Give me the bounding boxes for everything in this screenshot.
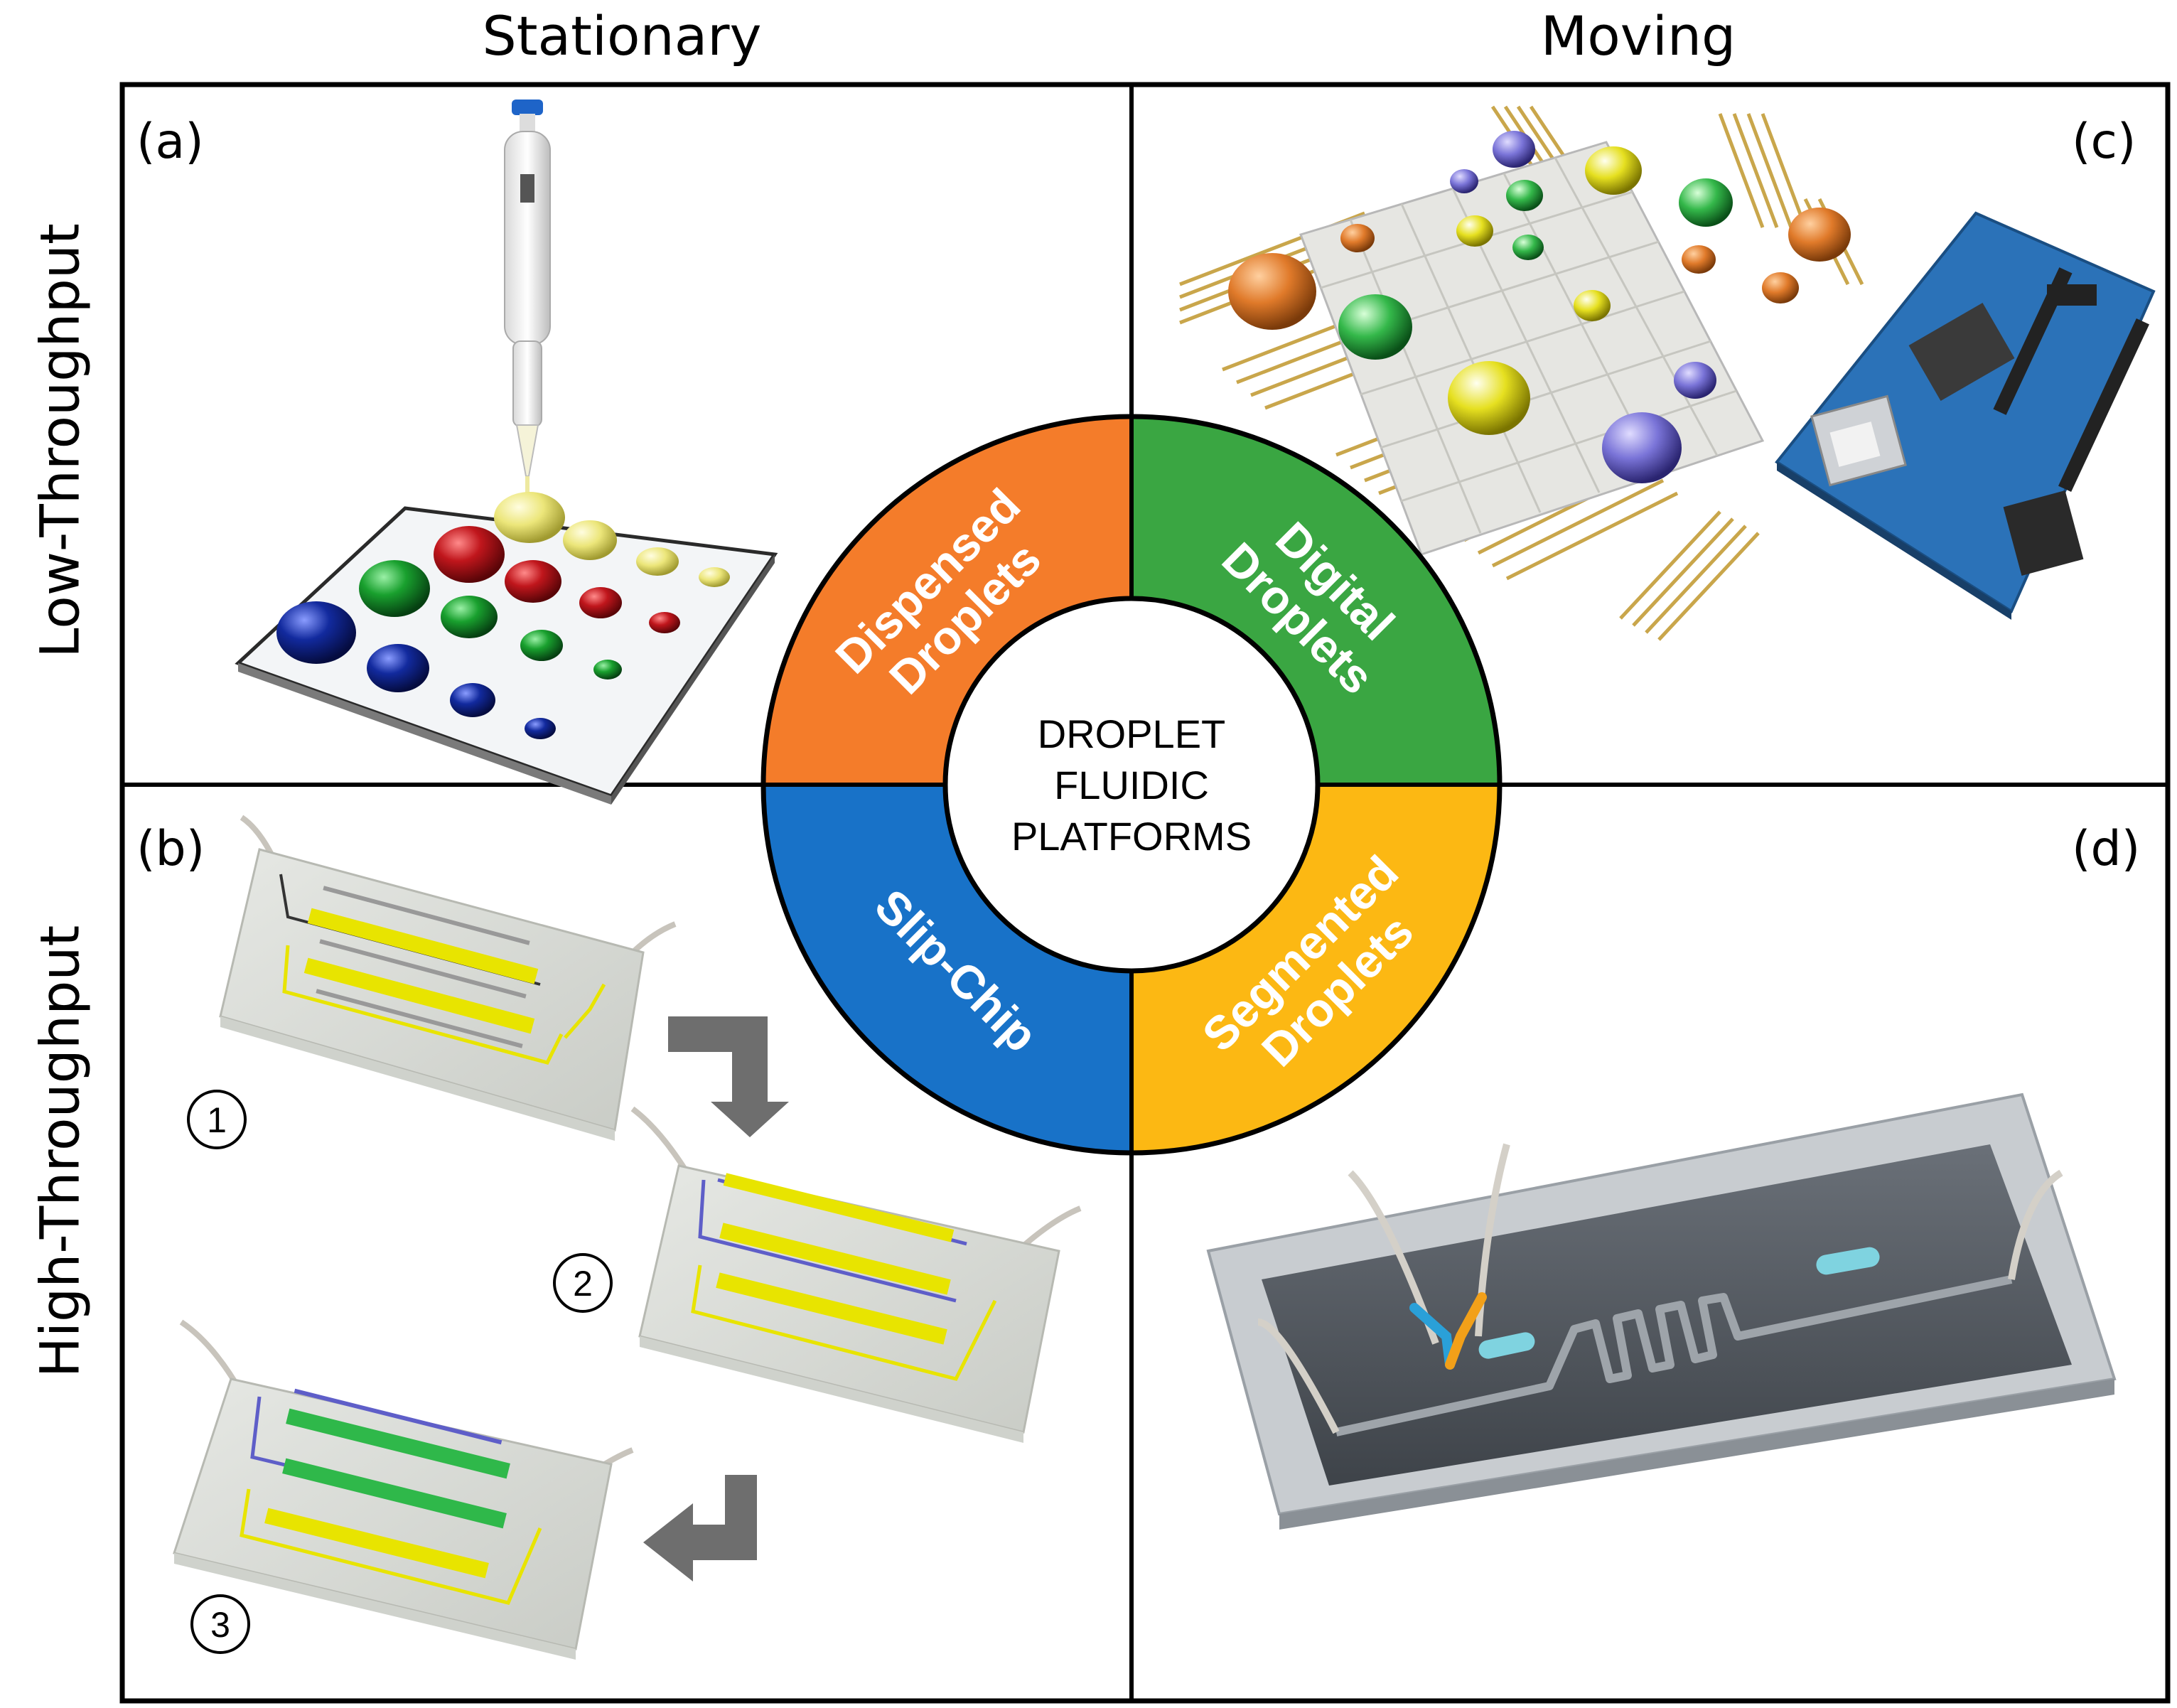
slipchip-step-1 <box>219 815 677 1141</box>
step-marker-3 <box>190 1594 250 1654</box>
step-arrow-left-icon <box>643 1475 757 1581</box>
panel-d-segmented-illustration <box>1206 1092 2117 1530</box>
pipette-icon <box>504 100 551 506</box>
panel-c-digital-illustration <box>1179 105 2156 641</box>
slipchip-step-2 <box>630 1106 1082 1443</box>
wheel-center-line-2: FLUIDIC <box>1054 763 1209 807</box>
step-number-1: 1 <box>207 1100 227 1140</box>
segmented-droplet <box>1478 1332 1535 1359</box>
step-marker-1 <box>187 1090 247 1149</box>
column-header-stationary: Stationary <box>482 4 762 68</box>
droplet-platforms-wheel: Dispensed Droplets Digital Droplets Segm… <box>760 414 1503 1156</box>
step-arrow-down-icon <box>668 1016 789 1137</box>
step-marker-2 <box>553 1253 613 1313</box>
wheel-center-line-3: PLATFORMS <box>1011 814 1252 859</box>
slipchip-step-3 <box>173 1319 634 1660</box>
panel-label-a: (a) <box>136 114 204 170</box>
panel-label-d: (d) <box>2072 821 2141 877</box>
column-header-moving: Moving <box>1540 4 1736 68</box>
panel-label-b: (b) <box>136 821 205 877</box>
panel-label-c: (c) <box>2072 114 2136 170</box>
segmented-droplet <box>1816 1247 1880 1275</box>
step-number-2: 2 <box>573 1264 593 1304</box>
panel-a-dispensed-illustration <box>235 100 778 805</box>
wheel-center-line-1: DROPLET <box>1038 711 1226 756</box>
step-number-3: 3 <box>210 1605 230 1645</box>
panel-b-slipchip-illustration: 1 2 3 <box>173 815 1082 1660</box>
controller-board-icon <box>1775 211 2156 620</box>
